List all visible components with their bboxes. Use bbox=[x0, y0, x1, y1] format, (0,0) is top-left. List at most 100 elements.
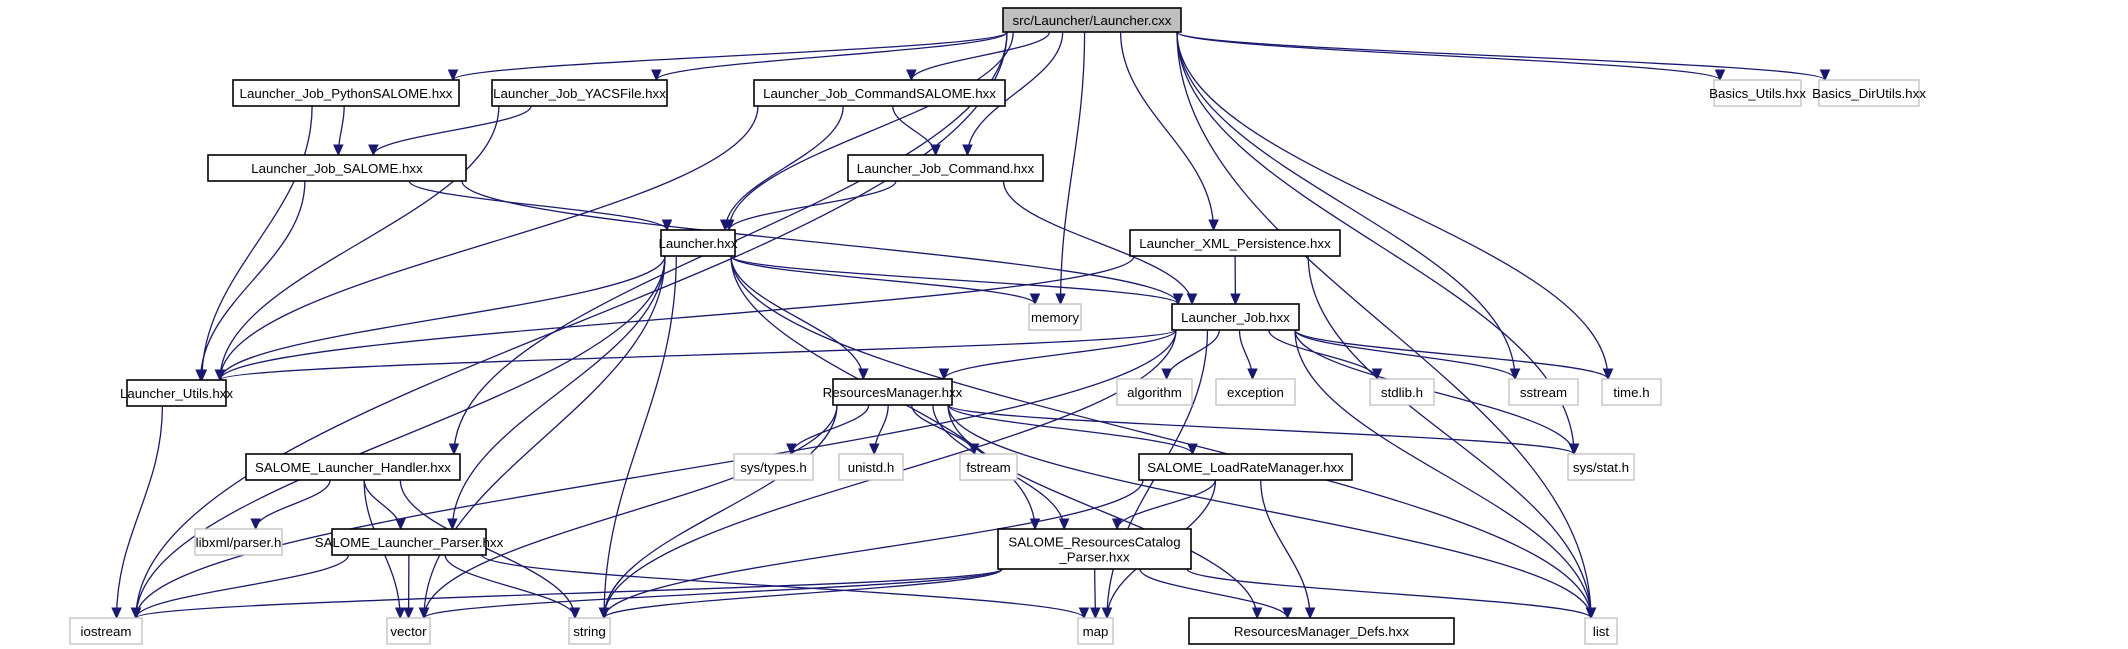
node-lparser[interactable]: SALOME_Launcher_Parser.hxx bbox=[315, 528, 504, 556]
node-box bbox=[660, 229, 736, 257]
node-resdefs[interactable]: ResourcesManager_Defs.hxx bbox=[1188, 617, 1455, 645]
edge-line bbox=[423, 255, 666, 619]
node-box bbox=[1077, 617, 1114, 645]
node-label: ResourcesManager.hxx bbox=[823, 385, 963, 400]
edge-line bbox=[1294, 329, 1516, 380]
arrowhead-icon bbox=[1186, 293, 1198, 306]
arrowhead-icon bbox=[930, 144, 941, 157]
arrowhead-icon bbox=[1161, 368, 1172, 381]
arrowhead-icon bbox=[1251, 607, 1263, 620]
edge-launcher_hxx-to-string bbox=[598, 255, 677, 620]
arrowhead-icon bbox=[447, 69, 459, 82]
edge-resmgr-to-fstream bbox=[911, 404, 980, 456]
edge-launcher_hxx-to-lparser bbox=[447, 255, 666, 531]
node-sstream: sstream bbox=[1508, 378, 1579, 406]
edge-line bbox=[728, 180, 897, 231]
arrowhead-icon bbox=[418, 607, 430, 620]
edge-line bbox=[399, 479, 576, 619]
arrowhead-icon bbox=[1282, 607, 1293, 620]
node-exception: exception bbox=[1215, 378, 1296, 406]
node-loadrate[interactable]: SALOME_LoadRateManager.hxx bbox=[1138, 453, 1353, 481]
edge-line bbox=[135, 329, 1177, 619]
edge-line bbox=[1176, 31, 1721, 81]
node-launcher-hxx[interactable]: Launcher.hxx bbox=[658, 229, 738, 257]
node-box bbox=[1818, 79, 1920, 107]
edge-line bbox=[1260, 479, 1311, 619]
node-map: map bbox=[1077, 617, 1114, 645]
edge-line bbox=[1176, 31, 1826, 81]
arrowhead-icon bbox=[1247, 368, 1258, 381]
edge-job_command-to-launcher_job bbox=[1002, 180, 1198, 306]
arrowhead-icon bbox=[962, 144, 973, 157]
edge-handler-to-libxml bbox=[250, 479, 331, 531]
node-label: Launcher_Utils.hxx bbox=[120, 386, 233, 401]
edge-line bbox=[966, 31, 1064, 156]
arrowhead-icon bbox=[448, 443, 460, 456]
arrowhead-icon bbox=[1172, 293, 1184, 306]
edge-launcher_job-to-stdlib bbox=[1268, 329, 1383, 381]
edge-launcher_cxx-to-basics_dirutils bbox=[1176, 31, 1831, 82]
node-box bbox=[194, 528, 283, 556]
edge-line bbox=[1116, 479, 1216, 530]
edge-line bbox=[363, 479, 402, 530]
arrowhead-icon bbox=[906, 69, 917, 82]
edge-launcher_cxx-to-job_cmdsalome bbox=[906, 31, 1051, 82]
arrowhead-icon bbox=[1111, 518, 1123, 531]
edge-lparser-to-string bbox=[444, 554, 581, 620]
arrowhead-icon bbox=[333, 144, 344, 157]
node-basics-utils: Basics_Utils.hxx bbox=[1709, 79, 1806, 107]
node-label: Launcher_Job_Command.hxx bbox=[857, 161, 1035, 176]
node-xml-persist[interactable]: Launcher_XML_Persistence.hxx bbox=[1129, 229, 1341, 257]
edge-launcher_cxx-to-job_python bbox=[447, 31, 1008, 82]
edge-line bbox=[115, 405, 164, 619]
arrowhead-icon bbox=[661, 219, 673, 232]
node-label: Launcher_Job_YACSFile.hxx bbox=[493, 86, 666, 101]
edge-line bbox=[1002, 180, 1193, 305]
node-box bbox=[1129, 229, 1341, 257]
edge-line bbox=[219, 255, 666, 381]
edge-line bbox=[255, 479, 331, 530]
arrowhead-icon bbox=[868, 443, 880, 456]
node-launcher-cxx[interactable]: src/Launcher/Launcher.cxx bbox=[1002, 7, 1182, 33]
edge-resmgr-to-resdefs bbox=[947, 404, 1263, 620]
edge-line bbox=[1268, 329, 1378, 380]
edge-line bbox=[730, 255, 1036, 305]
node-label: Launcher_XML_Persistence.hxx bbox=[1139, 236, 1331, 251]
edge-job_yacs-to-job_salome bbox=[368, 105, 532, 157]
edge-resmgr-to-list bbox=[947, 404, 1597, 620]
edge-line bbox=[408, 180, 668, 231]
node-rcparser[interactable]: SALOME_ResourcesCatalog_Parser.hxx bbox=[997, 528, 1192, 570]
edge-line bbox=[943, 329, 1177, 380]
edge-lparser-to-vector bbox=[403, 554, 414, 620]
edge-line bbox=[947, 404, 1194, 455]
edge-line bbox=[1139, 568, 1289, 619]
arrowhead-icon bbox=[1090, 607, 1101, 620]
edge-job_python-to-job_salome bbox=[333, 105, 345, 157]
node-handler[interactable]: SALOME_Launcher_Handler.hxx bbox=[245, 453, 461, 481]
edge-rcparser-to-string bbox=[598, 568, 1003, 620]
arrowhead-icon bbox=[1078, 607, 1090, 620]
edge-line bbox=[135, 31, 1008, 619]
node-box bbox=[1028, 303, 1082, 331]
node-job-command[interactable]: Launcher_Job_Command.hxx bbox=[847, 154, 1044, 182]
node-job-python[interactable]: Launcher_Job_PythonSALOME.hxx bbox=[232, 79, 460, 107]
node-box bbox=[1369, 378, 1435, 406]
node-label: list bbox=[1593, 624, 1610, 639]
node-resmgr[interactable]: ResourcesManager.hxx bbox=[823, 378, 963, 406]
edge-launcher_utils-to-iostream bbox=[111, 405, 164, 620]
node-label: fstream bbox=[966, 460, 1010, 475]
node-launcher-job[interactable]: Launcher_Job.hxx bbox=[1171, 303, 1300, 331]
edge-line bbox=[201, 105, 313, 381]
node-label: stdlib.h bbox=[1381, 385, 1423, 400]
node-job-salome[interactable]: Launcher_Job_SALOME.hxx bbox=[207, 154, 467, 182]
node-label: memory bbox=[1031, 310, 1079, 325]
node-iostream: iostream bbox=[69, 617, 143, 645]
node-launcher-utils[interactable]: Launcher_Utils.hxx bbox=[120, 379, 233, 407]
edge-line bbox=[219, 255, 1135, 381]
node-box bbox=[386, 617, 431, 645]
node-box bbox=[1567, 453, 1635, 481]
arrowhead-icon bbox=[1371, 368, 1383, 381]
node-job-yacs[interactable]: Launcher_Job_YACSFile.hxx bbox=[491, 79, 668, 107]
edge-launcher_job-to-algorithm bbox=[1161, 329, 1220, 381]
node-job-cmdsalome[interactable]: Launcher_Job_CommandSALOME.hxx bbox=[753, 79, 1006, 107]
